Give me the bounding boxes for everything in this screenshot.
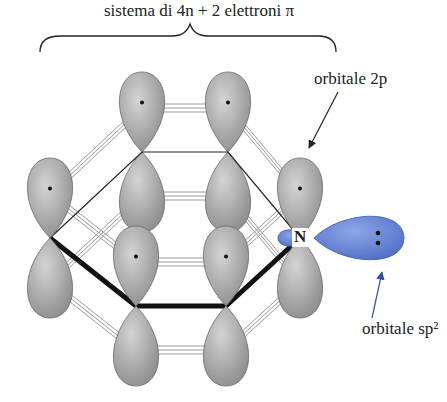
back-orbitals xyxy=(50,72,300,354)
electron-dot xyxy=(226,100,230,104)
leader-arrow xyxy=(372,272,382,318)
electron-dot xyxy=(140,100,144,104)
brace xyxy=(40,24,336,52)
atom-symbol: N xyxy=(292,228,308,247)
ring-bonds xyxy=(50,152,300,306)
front-orbitals xyxy=(27,158,322,386)
p-orbital-lobe xyxy=(119,72,164,152)
lone-pair-dot xyxy=(376,241,381,246)
electron-dot xyxy=(298,186,302,190)
orbital-label: orbitale 2p xyxy=(314,70,439,89)
sp2-lobe xyxy=(314,216,404,260)
p-orbital-lobe xyxy=(203,226,248,306)
p-orbital-lobe xyxy=(205,152,250,232)
system-title: sistema di 4n + 2 elettroni π xyxy=(14,2,384,21)
p-orbital-lobe xyxy=(119,152,164,232)
electron-dot xyxy=(224,254,228,258)
electron-dot xyxy=(48,186,52,190)
p-orbital-lobe xyxy=(27,238,72,318)
ring-back-edge xyxy=(50,152,300,238)
p-orbital-lobe xyxy=(277,238,322,318)
p-orbital-lobe xyxy=(113,306,158,386)
leader-arrow xyxy=(309,92,338,148)
p-orbital-lobe xyxy=(203,306,248,386)
p-orbital-lobe xyxy=(113,226,158,306)
p-orbital-lobe xyxy=(205,72,250,152)
sp2-orbital xyxy=(278,216,404,260)
p-orbital-lobe xyxy=(27,158,72,238)
ring-front-edge xyxy=(50,238,300,306)
p-orbital-lobe xyxy=(277,158,322,238)
orbital-label: orbitale sp² xyxy=(362,320,440,339)
electron-dot xyxy=(134,254,138,258)
lone-pair-dot xyxy=(376,231,381,236)
